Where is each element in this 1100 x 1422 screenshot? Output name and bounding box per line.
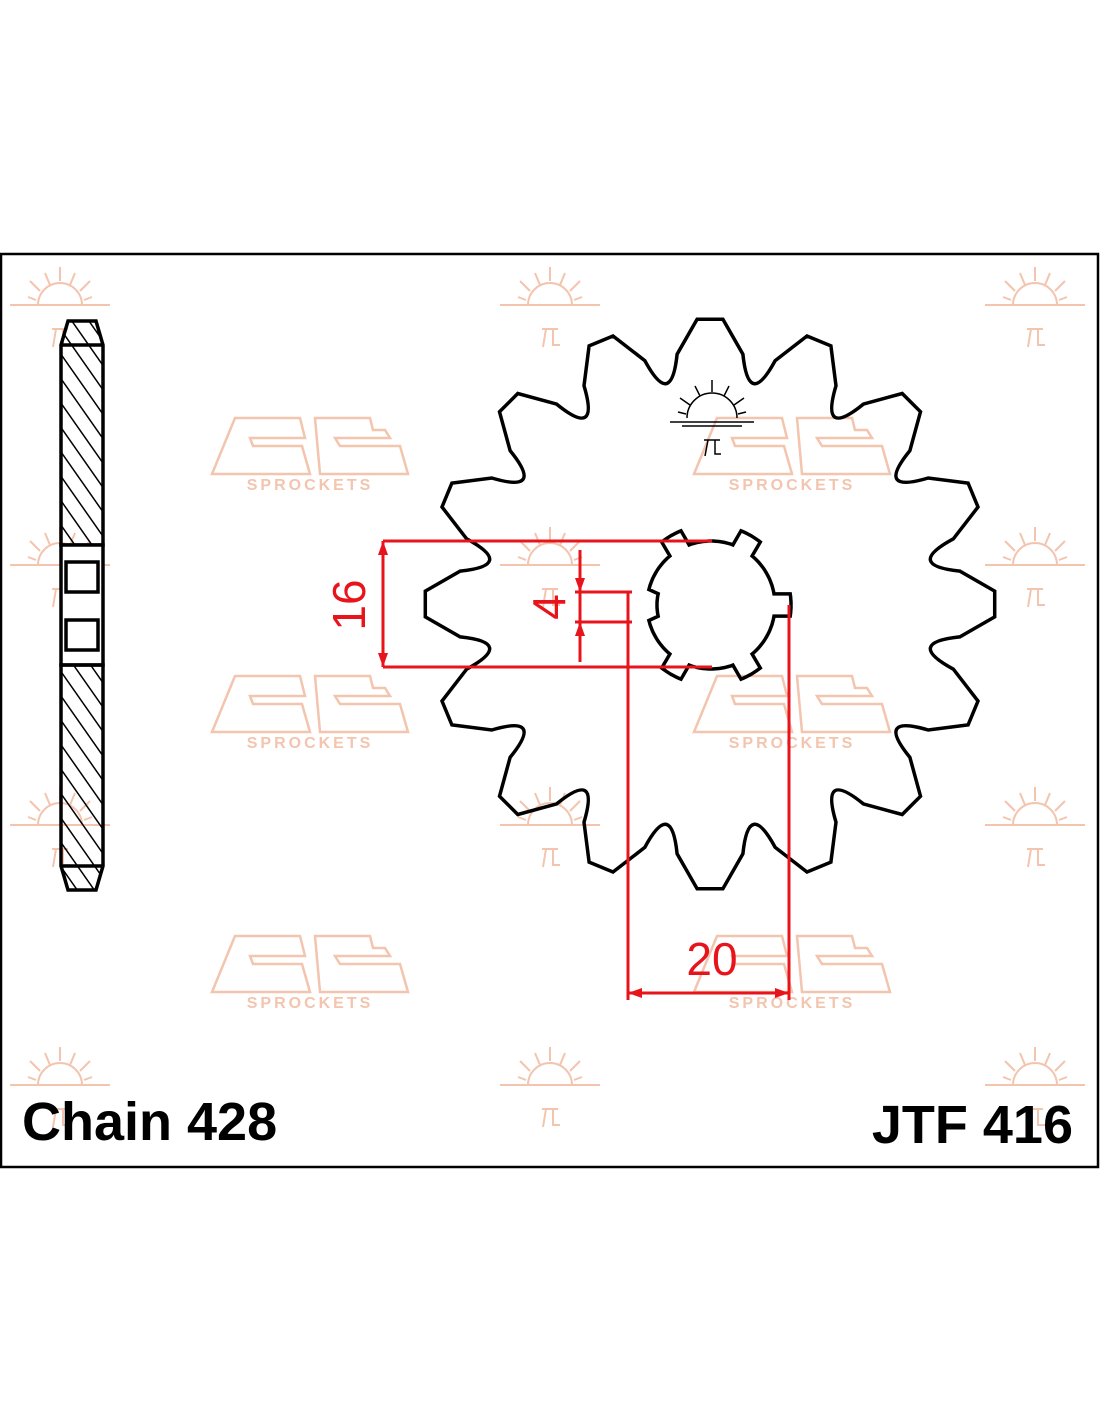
jt-sprockets-watermark-icon: SPROCKETS	[692, 416, 892, 494]
svg-text:SPROCKETS: SPROCKETS	[729, 477, 856, 494]
watermark-layer: SPROCKETS SPROCKETS SPROCKETS SPROCKETS SPRO…	[10, 267, 1085, 1128]
jt-sun-logo-icon	[670, 380, 754, 457]
sun-watermark-icon	[985, 787, 1085, 868]
jt-sprockets-watermark-icon: SPROCKETS	[210, 934, 410, 1012]
part-number-label: JTF 416	[872, 1095, 1073, 1155]
drawing-frame	[0, 252, 1100, 1169]
sun-watermark-icon	[500, 1047, 600, 1128]
sun-watermark-icon	[985, 267, 1085, 348]
svg-text:SPROCKETS: SPROCKETS	[247, 735, 374, 752]
sprocket-outline	[423, 317, 997, 891]
sun-watermark-icon	[10, 1047, 110, 1128]
sprocket-side-view	[59, 319, 105, 892]
sun-watermark-icon	[985, 527, 1085, 608]
dimension-lines	[378, 539, 791, 1000]
chain-size-label: Chain 428	[22, 1092, 277, 1152]
dimension-4-label: 4	[523, 594, 575, 620]
jt-sprockets-watermark-icon: SPROCKETS	[210, 674, 410, 752]
svg-text:SPROCKETS: SPROCKETS	[729, 735, 856, 752]
svg-text:SPROCKETS: SPROCKETS	[729, 995, 856, 1012]
spline-hub-outline	[646, 528, 793, 682]
svg-text:SPROCKETS: SPROCKETS	[247, 477, 374, 494]
svg-text:SPROCKETS: SPROCKETS	[247, 995, 374, 1012]
dimension-20-label: 20	[686, 933, 737, 985]
sun-watermark-icon	[500, 267, 600, 348]
jt-sprockets-watermark-icon: SPROCKETS	[210, 416, 410, 494]
dimension-16-label: 16	[323, 579, 375, 630]
jt-sprockets-watermark-icon: SPROCKETS	[692, 674, 892, 752]
sun-watermark-icon	[985, 1047, 1085, 1128]
sun-watermark-icon	[500, 527, 600, 608]
